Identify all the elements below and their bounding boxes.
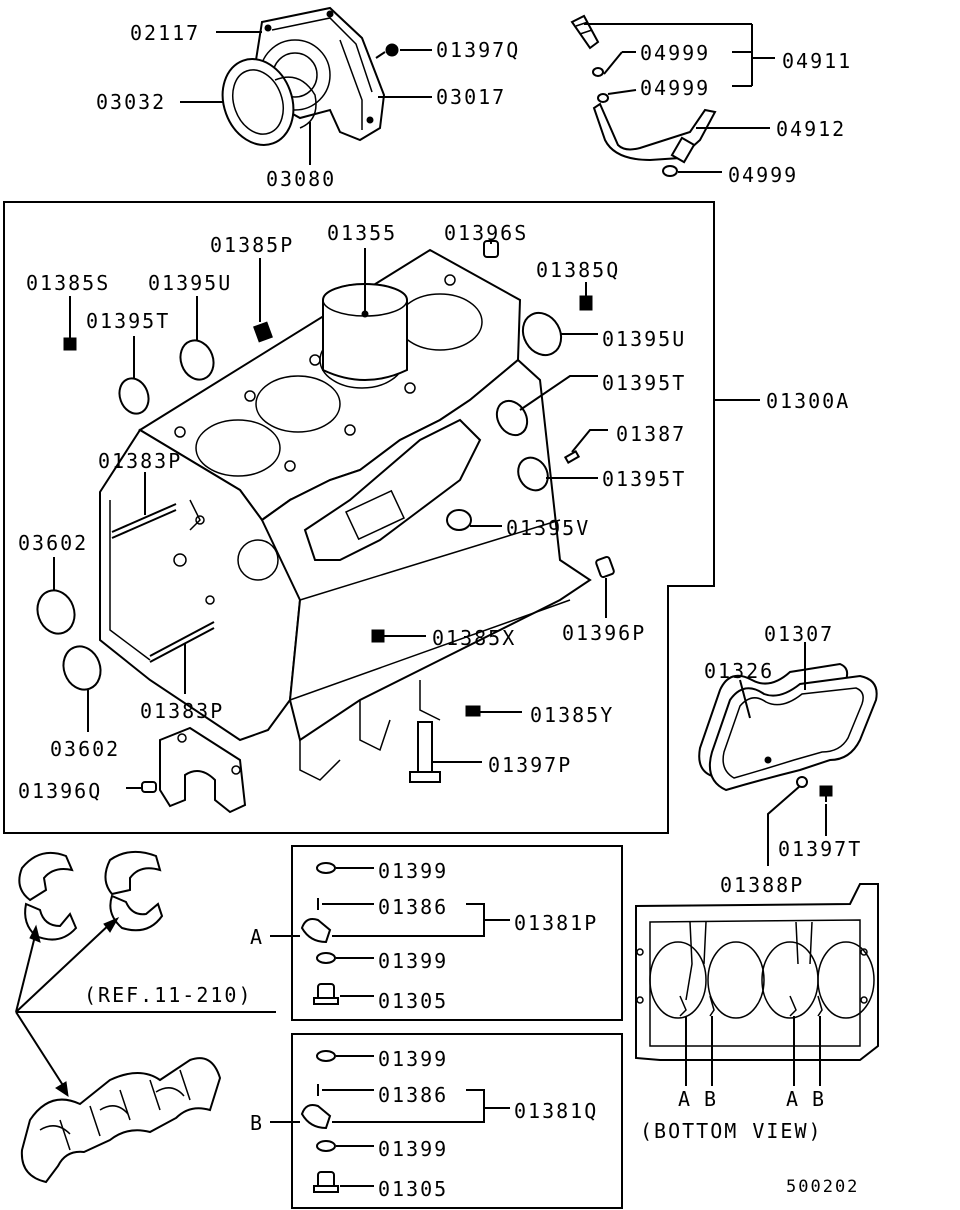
kit-b-01399-lower: 01399: [378, 1137, 448, 1161]
kit-a-01399-upper: 01399: [378, 859, 448, 883]
label-01300A: 01300A: [766, 389, 850, 413]
label-01385S: 01385S: [26, 271, 110, 295]
label-01307: 01307: [764, 622, 834, 646]
label-04911: 04911: [782, 49, 852, 73]
label-04999-upper: 04999: [640, 41, 710, 65]
cylinder-block: [99, 248, 592, 814]
label-01383P-lower: 01383P: [140, 699, 224, 723]
leaders-top-left: [180, 31, 432, 165]
kit-a-01386: 01386: [378, 895, 448, 919]
kit-b-parts: [270, 1050, 510, 1193]
label-01355: 01355: [327, 221, 397, 245]
label-01395T-right: 01395T: [602, 371, 686, 395]
kit-a-frame: [291, 845, 623, 1021]
bearing-arrows: [15, 916, 276, 1098]
label-01395U-right: 01395U: [602, 327, 686, 351]
bottom-view-caption: (BOTTOM VIEW): [640, 1119, 823, 1143]
cylinder-block-frame: [3, 201, 715, 834]
label-04999-lower: 04999: [728, 163, 798, 187]
label-01383P-upper: 01383P: [98, 449, 182, 473]
main-bearings: [18, 850, 222, 1184]
label-01397T: 01397T: [778, 837, 862, 861]
bottom-view-A1: A: [678, 1087, 692, 1111]
label-01395T-lower: 01395T: [602, 467, 686, 491]
label-03602-lower: 03602: [50, 737, 120, 761]
label-01397P: 01397P: [488, 753, 572, 777]
side-cover-gasket: [698, 662, 878, 802]
kit-b-01305: 01305: [378, 1177, 448, 1201]
label-04999-middle: 04999: [640, 76, 710, 100]
label-01397Q: 01397Q: [436, 38, 520, 62]
leaders-gasket: [739, 642, 827, 866]
label-01395T-left: 01395T: [86, 309, 170, 333]
label-01387: 01387: [616, 422, 686, 446]
kit-b-01399-upper: 01399: [378, 1047, 448, 1071]
kit-a-01399-lower: 01399: [378, 949, 448, 973]
kit-a-ref-letter: A: [250, 925, 264, 949]
block-small-parts: [36, 240, 615, 793]
bottom-view-B2: B: [812, 1087, 826, 1111]
label-01396P: 01396P: [562, 621, 646, 645]
label-01396S: 01396S: [444, 221, 528, 245]
kit-a-01305: 01305: [378, 989, 448, 1013]
leaders-block: [53, 242, 760, 789]
kit-a-01381P: 01381P: [514, 911, 598, 935]
label-01385X: 01385X: [432, 626, 516, 650]
kit-b-ref-letter: B: [250, 1111, 264, 1135]
kit-a-parts: [270, 862, 510, 1005]
label-01395V: 01395V: [506, 516, 590, 540]
kit-b-01386: 01386: [378, 1083, 448, 1107]
label-01385Y: 01385Y: [530, 703, 614, 727]
leaders-top-right: [584, 23, 775, 173]
kit-b-01381Q: 01381Q: [514, 1099, 598, 1123]
oil-level-gauge: [570, 14, 717, 177]
label-01385P: 01385P: [210, 233, 294, 257]
label-01395U-left: 01395U: [148, 271, 232, 295]
bottom-view-B1: B: [704, 1087, 718, 1111]
label-01326: 01326: [704, 659, 774, 683]
label-04912: 04912: [776, 117, 846, 141]
label-03602-upper: 03602: [18, 531, 88, 555]
diagram-code: 500202: [786, 1177, 859, 1197]
label-03032: 03032: [96, 90, 166, 114]
label-02117: 02117: [130, 21, 200, 45]
label-03017: 03017: [436, 85, 506, 109]
label-03080: 03080: [266, 167, 336, 191]
bottom-view-A2: A: [786, 1087, 800, 1111]
bottom-view-drawing: [635, 883, 879, 1086]
label-01396Q: 01396Q: [18, 779, 102, 803]
rear-oil-seal-assembly: [221, 6, 399, 146]
label-01385Q: 01385Q: [536, 258, 620, 282]
label-01388P: 01388P: [720, 873, 804, 897]
ref-note: (REF.11-210): [84, 983, 253, 1007]
